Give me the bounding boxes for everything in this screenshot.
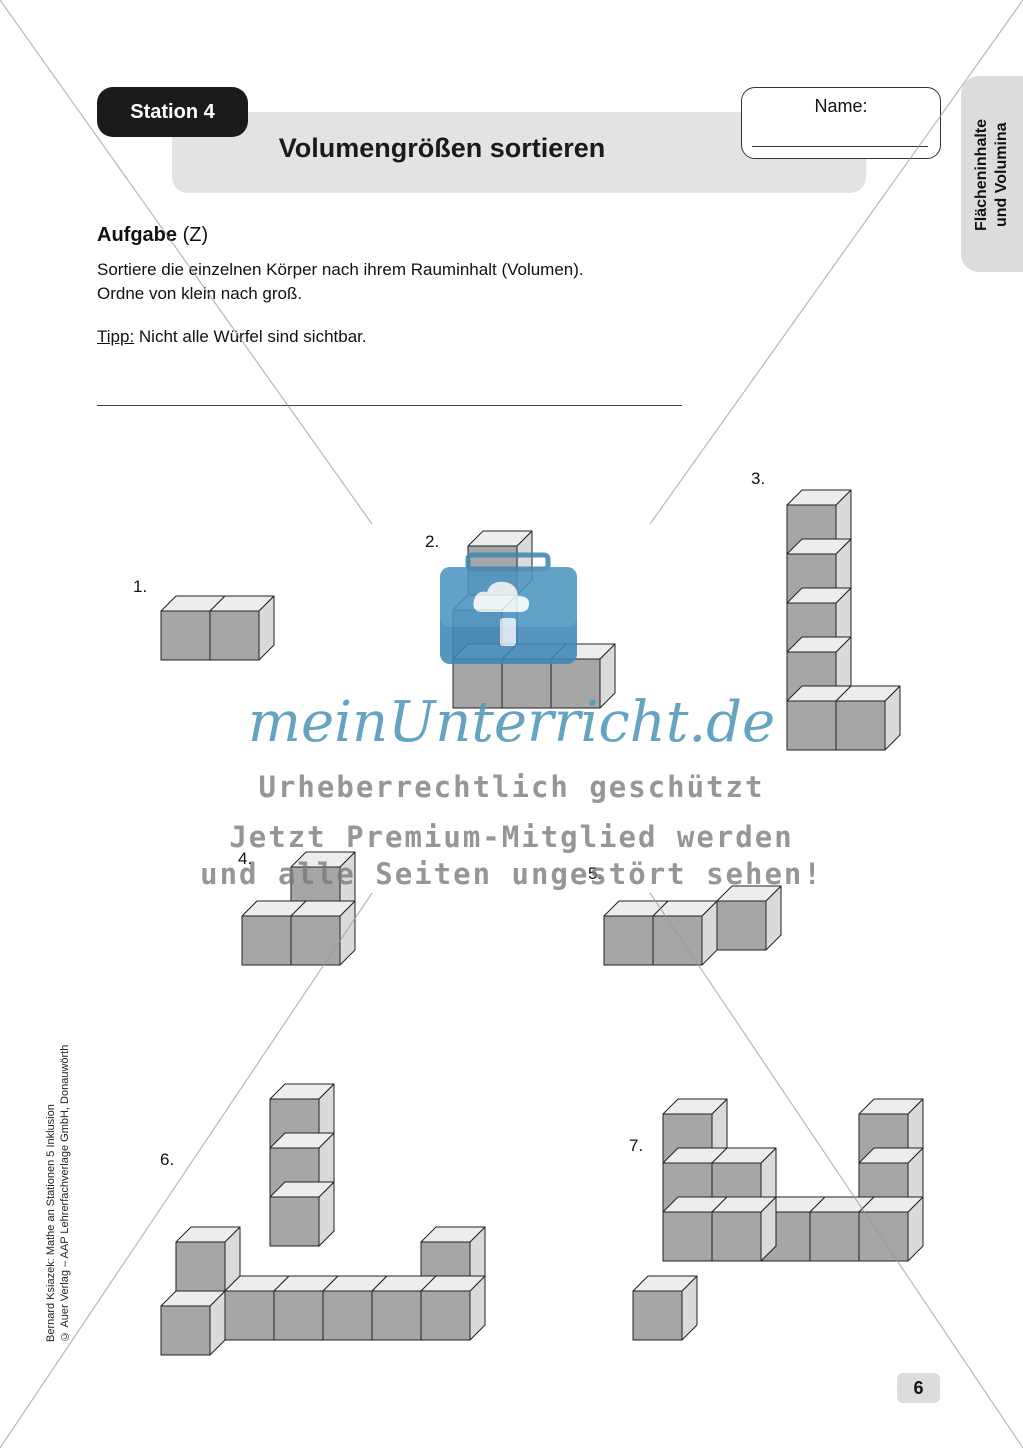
figure-label-5: 5. <box>588 864 603 883</box>
cube <box>160 1290 226 1356</box>
station-badge: Station 4 <box>97 87 248 137</box>
watermark-copyright: Urheberrechtlich geschützt <box>258 770 765 804</box>
watermark-premium-line-1: Jetzt Premium-Mitglied werden <box>229 820 794 854</box>
cube <box>420 1275 486 1341</box>
cube-figure-3 <box>786 489 901 751</box>
cube <box>209 595 275 661</box>
figure-label-7: 7. <box>629 1136 644 1155</box>
credit-line-2: © Auer Verlag – AAP Lehrerfachverlage Gm… <box>59 1044 71 1342</box>
copyright-credit: Bernard Ksiazek: Mathe an Stationen 5 In… <box>44 970 84 1342</box>
watermark-premium: Jetzt Premium-Mitglied werden und alle S… <box>0 819 1023 893</box>
figure-label-1: 1. <box>133 577 148 596</box>
page-number: 6 <box>897 1373 940 1403</box>
cube <box>716 885 782 951</box>
cube <box>711 1196 777 1262</box>
cube <box>632 1275 698 1341</box>
cube <box>550 643 616 709</box>
cube-figure-5 <box>603 885 782 966</box>
cube <box>835 685 901 751</box>
watermark-premium-line-2: und alle Seiten ungestört sehen! <box>200 857 823 891</box>
cube <box>290 900 356 966</box>
credit-line-1: Bernard Ksiazek: Mathe an Stationen 5 In… <box>45 1104 57 1342</box>
cube-figure-6 <box>160 1083 486 1356</box>
cube <box>858 1196 924 1262</box>
cube-figure-2 <box>452 530 616 709</box>
watermark-logo: meinUnterricht.de <box>247 690 776 755</box>
answer-line[interactable] <box>97 405 682 406</box>
cube <box>269 1181 335 1247</box>
cube <box>467 530 533 596</box>
cube <box>652 900 718 966</box>
cube-figure-1 <box>160 595 275 661</box>
figure-label-4: 4. <box>238 849 253 868</box>
cube <box>175 1226 241 1292</box>
figure-label-2: 2. <box>425 532 440 551</box>
cube-figure-7 <box>632 1098 924 1341</box>
